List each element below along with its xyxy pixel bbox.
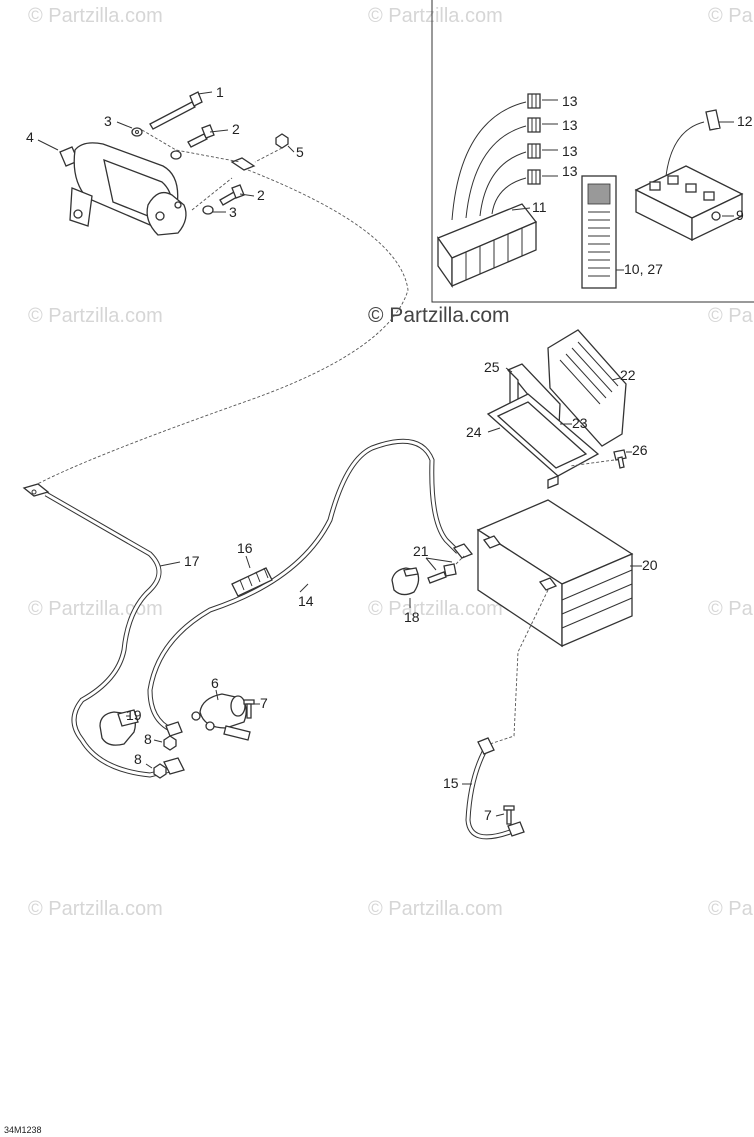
starter-motor bbox=[59, 142, 187, 236]
callout-15: 15 bbox=[443, 775, 459, 791]
terminal-bracket bbox=[230, 157, 256, 171]
callout-25: 25 bbox=[484, 359, 500, 375]
cap-18 bbox=[391, 567, 420, 596]
watermark: © Partzilla.com bbox=[368, 898, 503, 920]
callout-11: 11 bbox=[532, 199, 547, 215]
bolt-1 bbox=[149, 91, 203, 130]
callout-4: 4 bbox=[26, 129, 34, 145]
callout-13: 13 bbox=[562, 93, 578, 109]
battery-20 bbox=[476, 499, 634, 648]
callout-24: 24 bbox=[466, 424, 482, 440]
fuse-box-11 bbox=[436, 203, 538, 289]
washer-3-upper bbox=[131, 127, 143, 137]
washer-3-lower bbox=[202, 205, 214, 215]
callout-2: 2 bbox=[257, 187, 265, 203]
callout-9: 9 bbox=[736, 207, 744, 223]
cable-17-route bbox=[29, 169, 409, 489]
callout-21: 21 bbox=[413, 543, 429, 559]
fuses-13 bbox=[527, 93, 541, 185]
nut-5 bbox=[275, 133, 289, 149]
bolt-2-lower bbox=[219, 184, 245, 206]
callout-16: 16 bbox=[237, 540, 253, 556]
fuse-inset-frame bbox=[431, 0, 754, 303]
watermark: © Partzilla.com bbox=[368, 598, 503, 620]
callout-12: 12 bbox=[737, 113, 753, 129]
watermark: © Partzilla.com bbox=[708, 305, 754, 327]
relay-box-9 bbox=[634, 165, 744, 242]
callout-8: 8 bbox=[134, 751, 142, 767]
watermark: © Partzilla.com bbox=[708, 598, 754, 620]
cable-14 bbox=[147, 438, 474, 737]
callout-7: 7 bbox=[484, 807, 492, 823]
watermark-center: © Partzilla.com bbox=[368, 304, 510, 327]
callout-7: 7 bbox=[260, 695, 268, 711]
bolt-21 bbox=[427, 563, 457, 584]
watermarks: © Partzilla.com © Partzilla.com © Partzi… bbox=[28, 5, 754, 920]
watermark: © Partzilla.com bbox=[28, 898, 163, 920]
battery-cover-22 bbox=[547, 329, 627, 447]
callout-1: 1 bbox=[216, 84, 224, 100]
callout-22: 22 bbox=[620, 367, 636, 383]
callout-13: 13 bbox=[562, 143, 578, 159]
cap-19 bbox=[99, 709, 139, 746]
watermark: © Partzilla.com bbox=[368, 5, 503, 27]
watermark: © Partzilla.com bbox=[28, 5, 163, 27]
diagram-code: 34M1238 bbox=[4, 1125, 42, 1135]
callout-17: 17 bbox=[184, 553, 200, 569]
callout-23: 23 bbox=[572, 415, 588, 431]
callout-20: 20 bbox=[642, 557, 658, 573]
boot-16 bbox=[231, 567, 273, 597]
battery-tray-24 bbox=[486, 393, 600, 489]
callout-2: 2 bbox=[232, 121, 240, 137]
screw-26 bbox=[613, 449, 627, 469]
watermark: © Partzilla.com bbox=[708, 5, 754, 27]
callout-3: 3 bbox=[229, 204, 237, 220]
bolt-2-upper bbox=[187, 124, 215, 148]
callout-13: 13 bbox=[562, 163, 578, 179]
callout-10-27: 10, 27 bbox=[624, 261, 663, 277]
relay-12 bbox=[705, 109, 721, 131]
callout-14: 14 bbox=[298, 593, 314, 609]
callout-6: 6 bbox=[211, 675, 219, 691]
callout-26: 26 bbox=[632, 442, 648, 458]
screw-7-lower bbox=[503, 805, 515, 825]
cable-15 bbox=[465, 589, 549, 840]
decal-10-27 bbox=[581, 175, 617, 289]
callout-8: 8 bbox=[144, 731, 152, 747]
nut-8-lower bbox=[153, 763, 167, 779]
callout-18: 18 bbox=[404, 609, 420, 625]
callout-19: 19 bbox=[126, 707, 142, 723]
callout-13: 13 bbox=[562, 117, 578, 133]
watermark: © Partzilla.com bbox=[708, 898, 754, 920]
cable-17 bbox=[22, 483, 185, 778]
washer-upper-2 bbox=[170, 150, 182, 160]
callout-3: 3 bbox=[104, 113, 112, 129]
nut-8-upper bbox=[163, 735, 177, 751]
watermark: © Partzilla.com bbox=[28, 598, 163, 620]
callout-5: 5 bbox=[296, 144, 304, 160]
watermark: © Partzilla.com bbox=[28, 305, 163, 327]
solenoid-6 bbox=[191, 693, 251, 741]
